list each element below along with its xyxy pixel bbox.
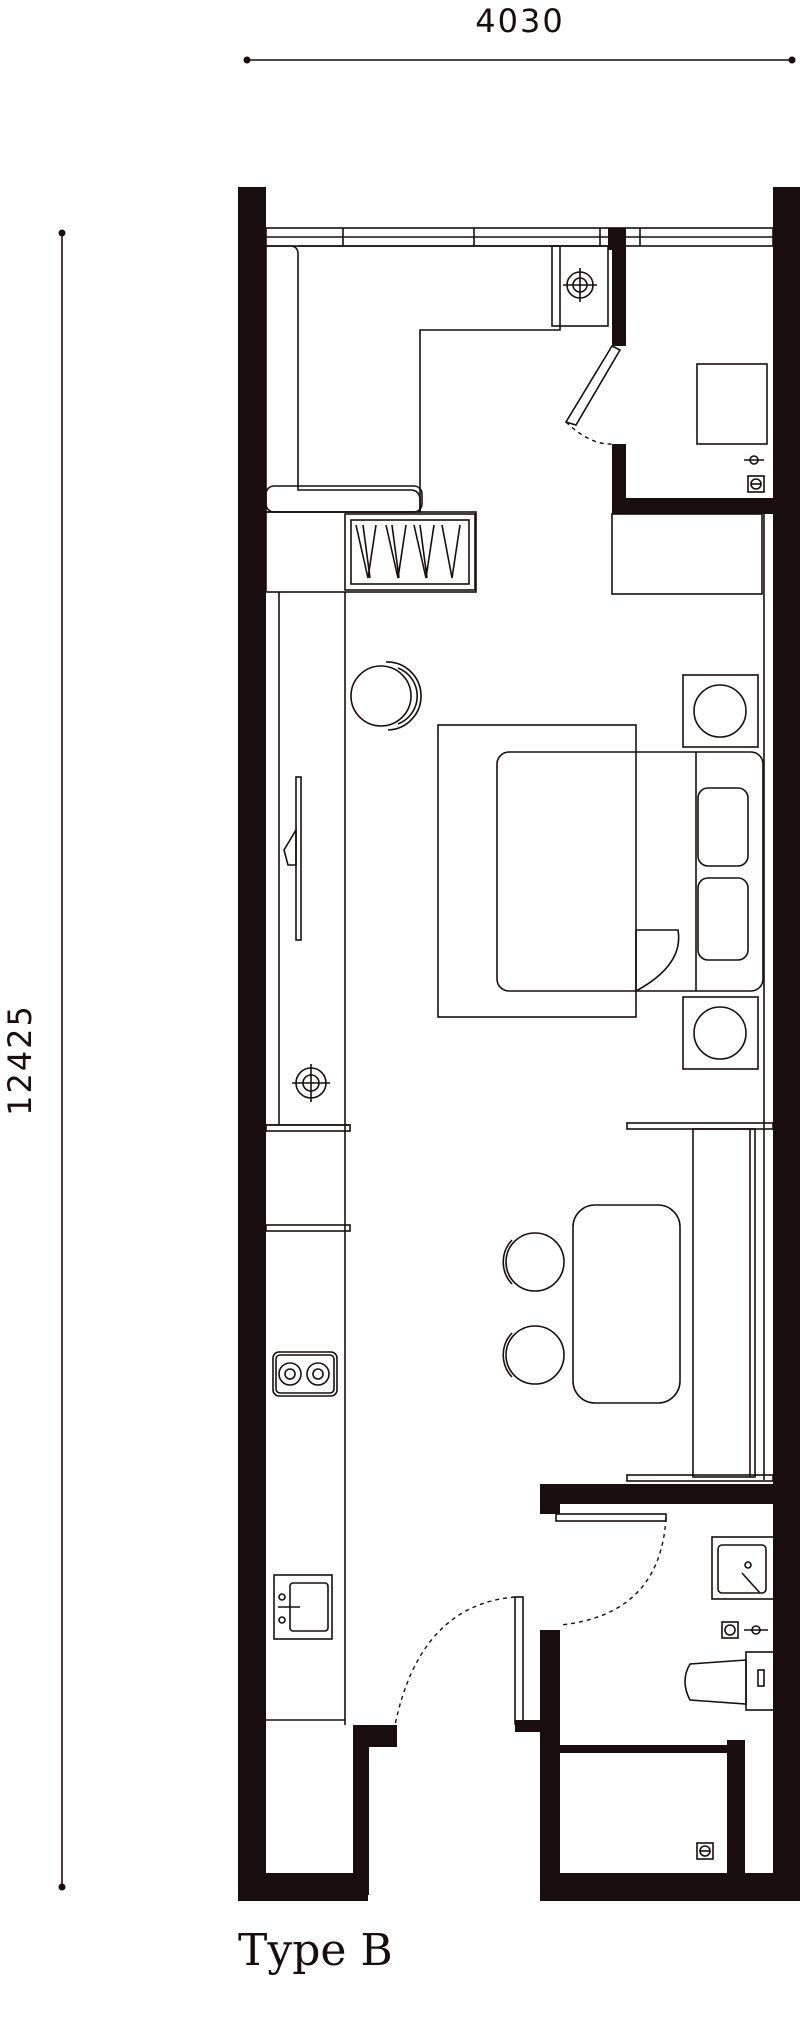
nightstand-top [682,674,759,748]
low-storage-unit [611,513,763,595]
partition-shelf [626,1122,774,1482]
toilet-icon [684,1651,775,1711]
dining-chair-2 [502,1325,565,1385]
cooktop-icon [272,1351,338,1397]
plan-type-label: Type B [238,1925,393,1976]
bathroom-walls [540,1484,800,1901]
dining-chair-1 [502,1232,565,1292]
floor-drain-left [292,1064,330,1102]
dining-table [572,1204,681,1404]
floor-drain-bottom [696,1842,714,1860]
utility-room-walls [608,228,773,514]
height-dimension-label: 12425 [1,1004,39,1116]
height-dimension-line [58,229,66,1891]
entrance-door [394,1596,540,1732]
width-dimension-label: 4030 [475,2,564,40]
bathroom-door [555,1513,667,1626]
tv [283,776,302,941]
nightstand-bottom [682,996,759,1070]
width-dimension-line [243,56,796,64]
window-rail [265,227,774,247]
bed [437,724,764,1018]
utility-door [564,344,622,445]
exterior-walls [238,187,800,1901]
kitchen-sink-icon [273,1574,333,1640]
washbasin-icon [711,1536,775,1600]
bathroom-fittings [721,1621,768,1639]
utility-fixtures [696,363,768,493]
sofa [265,245,561,513]
wardrobe [265,511,477,593]
kitchen-counter [265,592,351,1725]
floor-drain-top [551,245,609,327]
armchair [350,661,422,731]
